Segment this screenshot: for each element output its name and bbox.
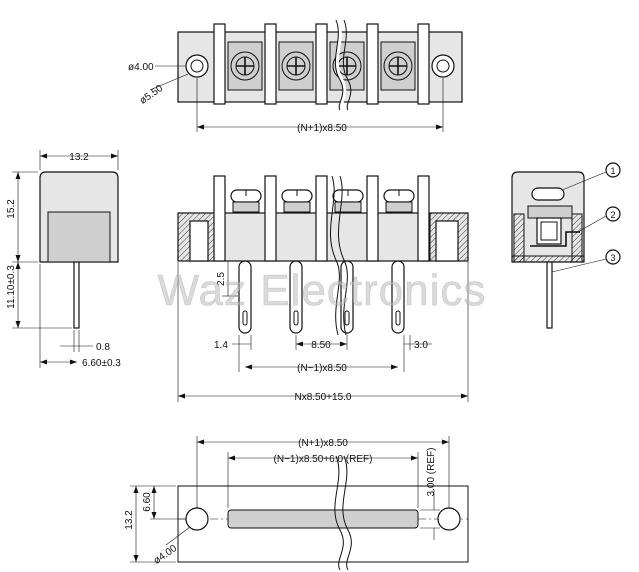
screw-head-icon bbox=[383, 189, 415, 213]
top-hole-dia-label: ø4.00 bbox=[128, 62, 154, 73]
top-head-dia-label: ø5.50 bbox=[138, 83, 166, 107]
side-pin-offset-label: 6.60±0.3 bbox=[82, 358, 121, 369]
front-right-offset-label: 3.0 bbox=[414, 340, 428, 351]
watermark-text: Waz Electronics bbox=[158, 266, 487, 315]
screw-head-icon bbox=[281, 189, 313, 213]
front-pin-span-label: (N−1)x8.50 bbox=[297, 363, 347, 374]
front-pin-height-label: 2.5 bbox=[216, 272, 227, 286]
side-pin-length-label: 11.10±0.3 bbox=[6, 265, 17, 309]
pcb-body-width-label: 13.2 bbox=[124, 510, 135, 530]
pcb-slot-width-label: 3.00 (REF) bbox=[426, 448, 437, 497]
pcb-hole-dia-label: ø4.00 bbox=[152, 543, 180, 567]
side-view: 13.2 15.2 11.10±0.3 0.8 6.60±0.3 bbox=[6, 150, 121, 369]
top-pitch-total-label: (N+1)x8.50 bbox=[297, 123, 347, 134]
side-pin-thickness-label: 0.8 bbox=[96, 342, 110, 353]
top-view: (N+1)x8.50 ø4.00 ø5.50 bbox=[128, 19, 463, 134]
pcb-layout-view: (N+1)x8.50 (N−1)x8.50+6.0 (REF) 3.00 (RE… bbox=[124, 436, 469, 571]
callout-3: 3 bbox=[610, 253, 615, 263]
callout-1: 1 bbox=[610, 166, 615, 176]
screw-head-icon bbox=[332, 189, 364, 213]
screw-icon bbox=[383, 51, 413, 81]
screw-icon bbox=[281, 51, 311, 81]
section-view: 1 2 3 bbox=[511, 162, 621, 329]
front-overall-length-label: Nx8.50+15.0 bbox=[295, 392, 352, 403]
screw-head-icon bbox=[230, 189, 262, 213]
side-height-label: 15.2 bbox=[6, 199, 17, 219]
side-width-label: 13.2 bbox=[69, 152, 89, 163]
pcb-row-offset-label: 6.60 bbox=[142, 492, 153, 512]
callout-2: 2 bbox=[610, 210, 615, 220]
pcb-slot-length-label: (N−1)x8.50+6.0 (REF) bbox=[274, 454, 373, 465]
front-view: 2.5 1.4 8.50 3.0 (N−1)x8.50 Nx8.50+15.0 bbox=[177, 175, 469, 403]
pcb-hole-spacing-label: (N+1)x8.50 bbox=[298, 438, 348, 449]
front-left-offset-label: 1.4 bbox=[214, 340, 228, 351]
screw-icon bbox=[230, 51, 260, 81]
front-pitch-label: 8.50 bbox=[311, 340, 331, 351]
